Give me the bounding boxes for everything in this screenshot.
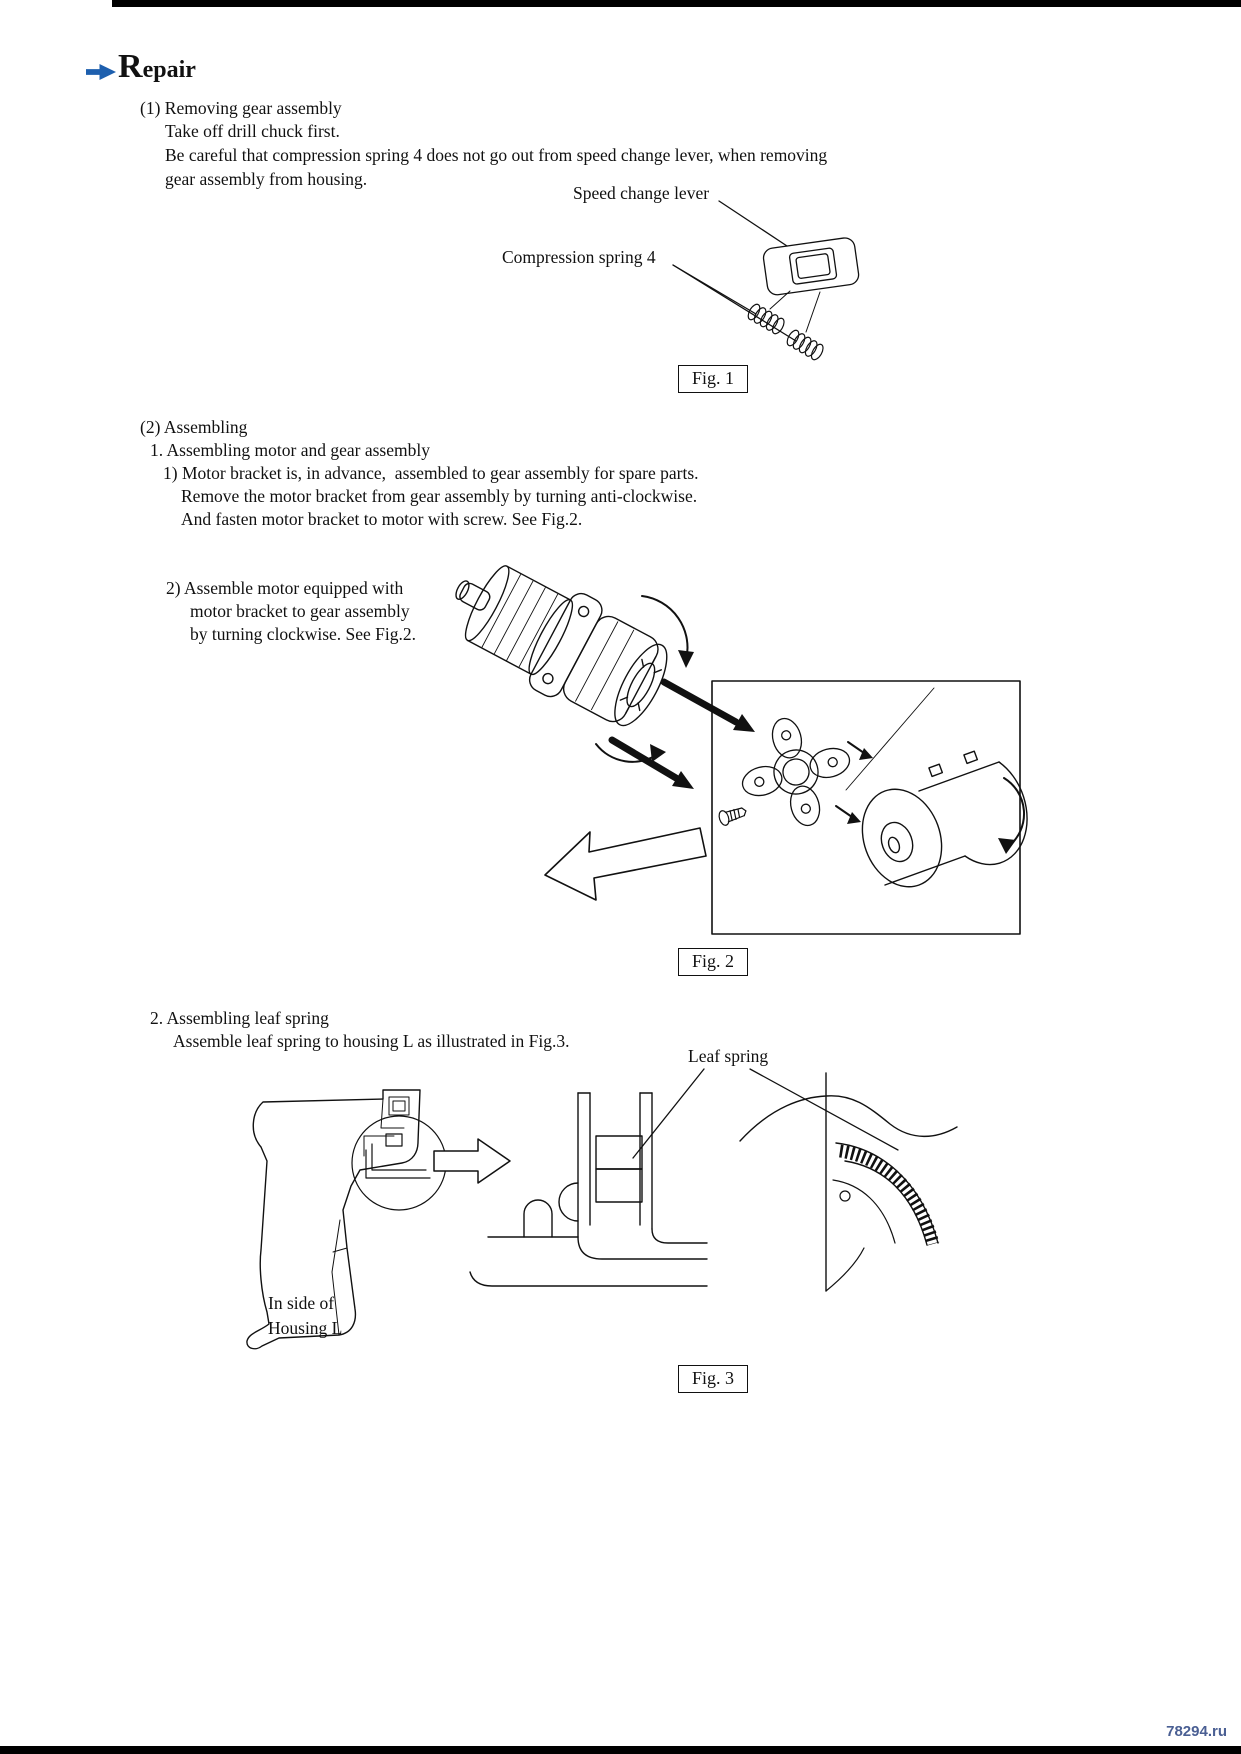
page-title-rest: epair — [142, 57, 196, 83]
fig1-drawing — [672, 200, 860, 361]
label-inside-housing-2: Housing L — [268, 1318, 343, 1338]
assembling-step1-line3: And fasten motor bracket to motor with s… — [181, 509, 583, 529]
leaf-spring-channel-drawing — [469, 1092, 708, 1287]
screw-drawing — [718, 807, 747, 826]
assembly-arrow-1 — [660, 678, 755, 732]
blue-arrow-icon — [86, 64, 116, 80]
compression-spring-2 — [786, 329, 824, 361]
fig1-caption: Fig. 1 — [678, 365, 749, 393]
detail-arrow — [433, 1138, 511, 1184]
removing-line-2: Be careful that compression spring 4 doe… — [165, 145, 828, 165]
rotation-arrow-top — [641, 595, 694, 668]
leafspring-heading: 2. Assembling leaf spring — [150, 1008, 329, 1028]
compression-spring-1 — [747, 303, 785, 335]
motor-drawing — [861, 750, 1028, 888]
leaf-spring-part — [595, 1135, 643, 1170]
big-hollow-arrow — [544, 827, 707, 901]
gear-assembly-drawing — [455, 565, 668, 727]
removing-heading: (1) Removing gear assembly — [140, 98, 342, 118]
removing-line-1: Take off drill chuck first. — [165, 121, 340, 141]
label-compression-spring: Compression spring 4 — [502, 247, 656, 267]
page-title: Repair — [118, 48, 196, 86]
removing-line-3: gear assembly from housing. — [165, 169, 368, 189]
housing-cross-section-drawing — [739, 1072, 958, 1292]
page-title-initial: R — [118, 48, 143, 85]
fig3-drawing — [246, 1068, 958, 1350]
detail-circle — [351, 1115, 447, 1211]
bottom-border-bar — [0, 1746, 1241, 1754]
rotation-arrow-bottom — [595, 743, 666, 763]
assembly-arrow-2 — [608, 736, 694, 789]
fig2-detail-frame — [711, 680, 1021, 935]
hatched-leaf-spring — [838, 1144, 940, 1246]
speed-change-lever-part — [762, 237, 860, 296]
assembling-step1-line1: 1) Motor bracket is, in advance, assembl… — [163, 463, 699, 483]
small-arrow-2 — [835, 805, 861, 824]
leafspring-line: Assemble leaf spring to housing L as ill… — [173, 1031, 570, 1051]
axis-guide-line — [845, 687, 935, 791]
assembling-step1-line2: Remove the motor bracket from gear assem… — [181, 486, 698, 506]
motor-bracket-drawing — [741, 717, 851, 827]
label-inside-housing-1: In side of — [268, 1293, 335, 1313]
assembling-step2-line3: by turning clockwise. See Fig.2. — [190, 624, 417, 644]
assembling-heading: (2) Assembling — [140, 417, 248, 437]
label-leaf-spring: Leaf spring — [688, 1046, 769, 1066]
leafspring-leader-left — [632, 1068, 705, 1159]
assembling-subheading: 1. Assembling motor and gear assembly — [150, 440, 430, 460]
fig2-caption: Fig. 2 — [678, 948, 749, 976]
fig2-drawing — [455, 565, 1028, 935]
fig3-caption: Fig. 3 — [678, 1365, 749, 1393]
watermark: 78294.ru — [1166, 1723, 1227, 1740]
motor-rotation-arrow — [998, 777, 1026, 854]
top-border-bar — [112, 0, 1241, 7]
leafspring-leader-right — [749, 1068, 899, 1151]
label-speed-change-lever: Speed change lever — [573, 183, 710, 203]
assembling-step2-line1: 2) Assemble motor equipped with — [166, 578, 404, 598]
assembling-step2-line2: motor bracket to gear assembly — [190, 601, 410, 621]
small-arrow-1 — [847, 741, 873, 760]
